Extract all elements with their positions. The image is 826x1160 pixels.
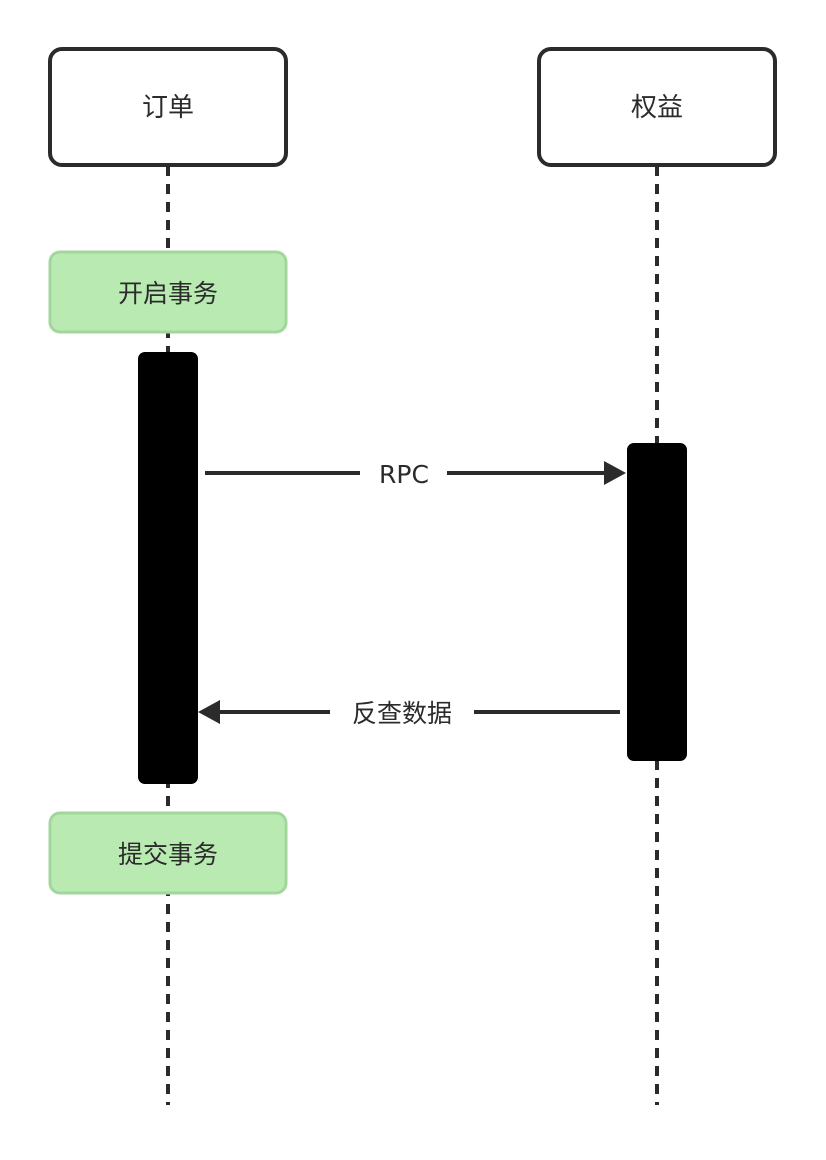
note-begin-transaction-label: 开启事务 [118,279,218,308]
activation-bar-order [138,352,198,784]
arrowhead-left-icon [198,700,220,724]
participant-benefit[interactable]: 权益 [537,47,777,167]
note-commit-transaction-label: 提交事务 [118,840,218,869]
note-commit-transaction[interactable]: 提交事务 [48,811,288,895]
message-rpc-label: RPC [379,460,429,489]
participant-order[interactable]: 订单 [48,47,288,167]
note-begin-transaction[interactable]: 开启事务 [48,250,288,334]
participant-order-label: 订单 [142,93,194,123]
activation-bar-benefit [627,443,687,761]
message-rpc[interactable]: RPC [205,460,626,489]
participant-benefit-label: 权益 [631,93,683,123]
arrowhead-right-icon [604,461,626,485]
message-reverse-check-label: 反查数据 [352,699,452,728]
message-reverse-check[interactable]: 反查数据 [198,699,620,728]
